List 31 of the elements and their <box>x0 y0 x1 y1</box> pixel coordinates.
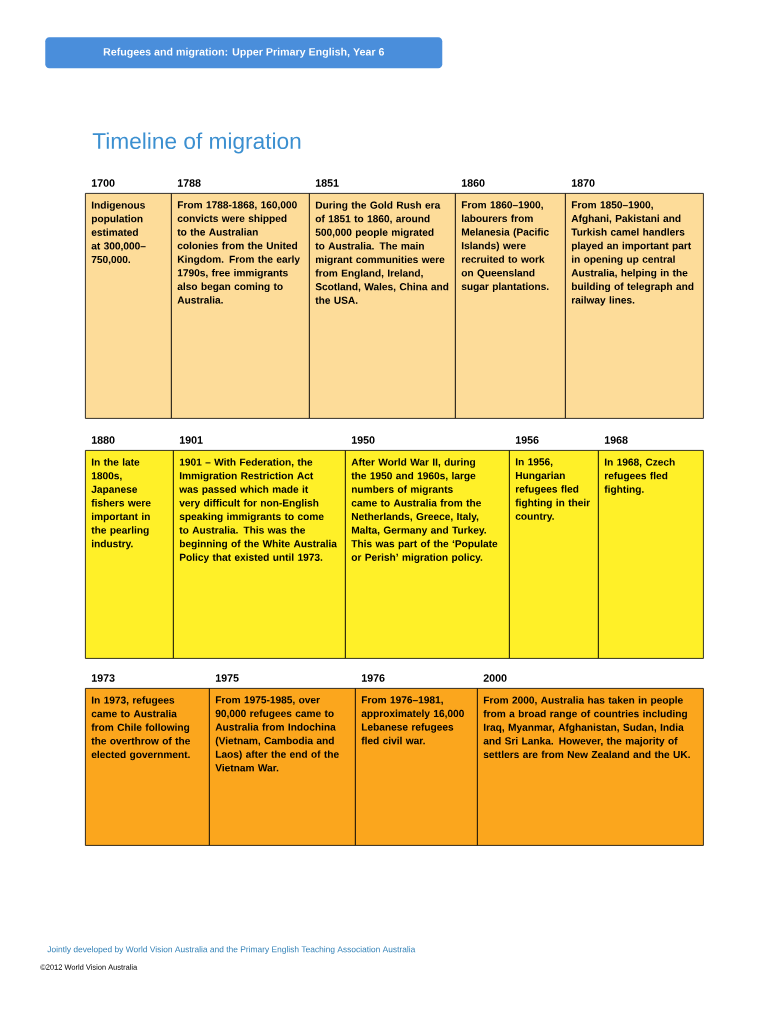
timeline-cell: From 1860–1900, labourers from Melanesia (Pacific Islands) were recruited to work on Queensland sugar plantations. <box>455 193 566 419</box>
timeline-cell: In 1968, Czech refugees fled fighting. <box>598 450 704 659</box>
year-label: 1700 <box>91 179 115 187</box>
timeline-cell: In 1956, Hungarian refugees fled fighting in their country. <box>509 450 599 659</box>
year-label: 1956 <box>515 436 539 444</box>
year-label: 1950 <box>351 436 375 444</box>
year-label: 1860 <box>461 179 485 187</box>
timeline-cell: From 1850–1900, Afghani, Pakistani and Turkish camel handlers played an important part in opening up central Australia, helping in the building of telegraph and railway lines. <box>565 193 704 419</box>
header-bar: Refugees and migration: Upper Primary English, Year 6 <box>45 37 443 69</box>
timeline-cell: Indigenous population estimated at 300,000–750,000. <box>85 193 172 419</box>
year-label: 1968 <box>604 436 628 444</box>
timeline-cell: After World War II, during the 1950 and 1960s, large numbers of migrants came to Australia from the Netherlands, Greece, Italy, Malta, Germany and Turkey. This was part of the ‘Populate or Perish’ migration policy. <box>345 450 510 659</box>
year-label: 1851 <box>315 179 339 187</box>
title: Timeline of migration <box>92 132 301 154</box>
year-label: 1976 <box>361 674 385 682</box>
timeline-cell: From 1975-1985, over 90,000 refugees came to Australia from Indochina (Vietnam, Cambodia and Laos) after the end of the Vietnam War. <box>209 688 356 846</box>
year-label: 1973 <box>91 674 115 682</box>
year-label: 1880 <box>91 436 115 444</box>
timeline-cell: From 2000, Australia has taken in people from a broad range of countries including Iraq, Myanmar, Afghanistan, Sudan, India and Sri Lanka. However, the majority of settlers are from New Zealand and the UK. <box>477 688 704 846</box>
timeline-cell: In 1973, refugees came to Australia from Chile following the overthrow of the elected government. <box>85 688 210 846</box>
year-label: 1788 <box>177 179 201 187</box>
year-label: 1975 <box>215 674 239 682</box>
timeline-cell: In the late 1800s, Japanese fishers were important in the pearling industry. <box>85 450 174 659</box>
footer-credit: Jointly developed by World Vision Australia and the Primary English Teaching Association Australia <box>47 946 416 954</box>
timeline-cell: 1901 – With Federation, the Immigration Restriction Act was passed which made it very difficult for non-English speaking immigrants to come to Australia. This was the beginning of the White Australia Policy that existed until 1973. <box>173 450 346 659</box>
timeline-cell: From 1976–1981, approximately 16,000 Lebanese refugees fled civil war. <box>355 688 478 846</box>
year-label: 1870 <box>571 179 595 187</box>
year-label: 2000 <box>483 674 507 682</box>
timeline-cell: From 1788-1868, 160,000 convicts were shipped to the Australian colonies from the United Kingdom. From the early 1790s, free immigrants also began coming to Australia. <box>171 193 310 419</box>
year-label: 1901 <box>179 436 203 444</box>
timeline-cell: During the Gold Rush era of 1851 to 1860, around 500,000 people migrated to Australia. The main migrant communities were from England, Ireland, Scotland, Wales, China and the USA. <box>309 193 456 419</box>
